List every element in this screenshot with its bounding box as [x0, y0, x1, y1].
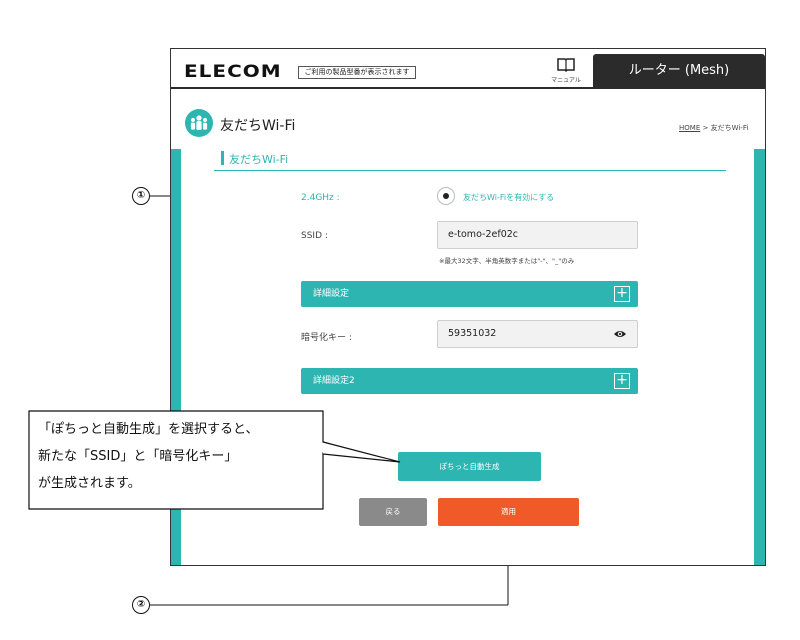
header-divider — [171, 87, 765, 89]
breadcrumb-home-link[interactable]: HOME — [679, 124, 701, 132]
enable-radio-label[interactable]: 友だちWi-Fiを有効にする — [463, 193, 555, 202]
manual-link[interactable]: マニュアル — [549, 57, 583, 84]
model-number-box: ご利用の製品型番が表示されます — [298, 66, 416, 79]
callout-box — [28, 410, 330, 510]
callout-line-2: 新たな「SSID」と「暗号化キー」 — [38, 449, 238, 464]
auto-generate-button[interactable]: ぽちっと自動生成 — [398, 452, 541, 481]
callout-line-3: が生成されます。 — [38, 476, 141, 491]
left-accent-bar — [171, 149, 181, 565]
callout-text: 「ぽちっと自動生成」を選択すると、 新たな「SSID」と「暗号化キー」 が生成さ… — [38, 416, 258, 497]
manual-label: マニュアル — [551, 77, 581, 84]
advanced-settings-2-accordion[interactable]: 詳細設定2 + — [301, 368, 638, 394]
tab-router-mesh[interactable]: ルーター (Mesh) — [593, 54, 765, 87]
section-marker — [221, 151, 224, 165]
page-title: 友だちWi-Fi — [220, 118, 296, 134]
advanced-settings-label: 詳細設定 — [313, 289, 350, 299]
marker-2: ② — [132, 596, 150, 614]
advanced-settings-accordion[interactable]: 詳細設定 + — [301, 281, 638, 307]
book-icon — [557, 58, 575, 73]
apply-button[interactable]: 適用 — [438, 498, 579, 526]
section-title: 友だちWi-Fi — [229, 153, 289, 166]
breadcrumb-separator: > — [700, 124, 711, 132]
ssid-hint: ※最大32文字、半角英数字または"-"、"_"のみ — [439, 257, 575, 265]
friends-icon — [185, 109, 213, 137]
section-divider — [214, 170, 726, 171]
breadcrumb: HOME > 友だちWi-Fi — [679, 123, 748, 133]
right-accent-bar — [754, 149, 765, 565]
encryption-key-value: 59351032 — [448, 328, 497, 339]
callout-pointer — [322, 441, 401, 463]
marker-1: ① — [132, 187, 150, 205]
encryption-key-label: 暗号化キー : — [301, 333, 352, 343]
ssid-label: SSID : — [301, 231, 328, 241]
advanced-settings-2-label: 詳細設定2 — [313, 376, 355, 386]
breadcrumb-current: 友だちWi-Fi — [710, 124, 749, 132]
enable-radio[interactable] — [437, 187, 455, 205]
plus-icon[interactable]: + — [614, 373, 630, 389]
ssid-input[interactable]: e-tomo-2ef02c — [437, 221, 638, 249]
elecom-logo: ELECOM — [184, 61, 282, 82]
encryption-key-input[interactable]: 59351032 — [437, 320, 638, 348]
eye-icon[interactable] — [613, 329, 627, 339]
plus-icon[interactable]: + — [614, 286, 630, 302]
callout-line-1: 「ぽちっと自動生成」を選択すると、 — [38, 422, 259, 437]
band-label: 2.4GHz : — [301, 193, 340, 203]
back-button[interactable]: 戻る — [359, 498, 427, 526]
